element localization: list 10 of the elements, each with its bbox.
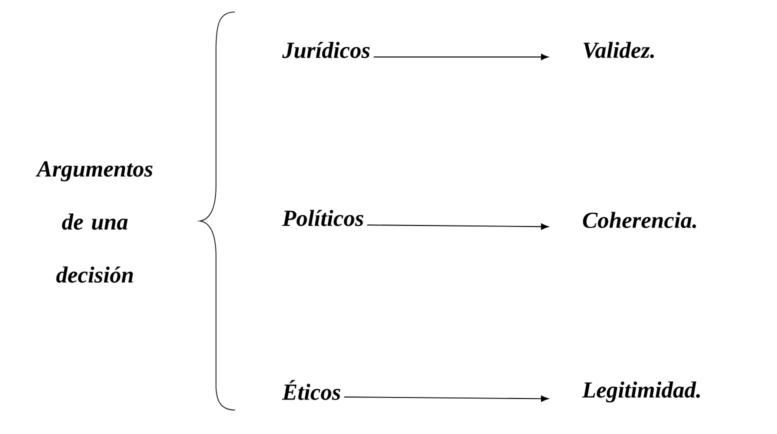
category-label: Jurídicos [282, 42, 370, 58]
title-text: Argumentos de una decisión [36, 161, 152, 283]
arrow [366, 223, 549, 230]
result-label: Legitimidad. [582, 382, 700, 402]
result-label: Validez. [584, 42, 654, 58]
arrow [344, 396, 549, 402]
category-label: Políticos [282, 210, 364, 226]
arrow [373, 54, 549, 60]
category-label: Éticos [282, 380, 340, 400]
result-label: Coherencia. [582, 212, 696, 228]
